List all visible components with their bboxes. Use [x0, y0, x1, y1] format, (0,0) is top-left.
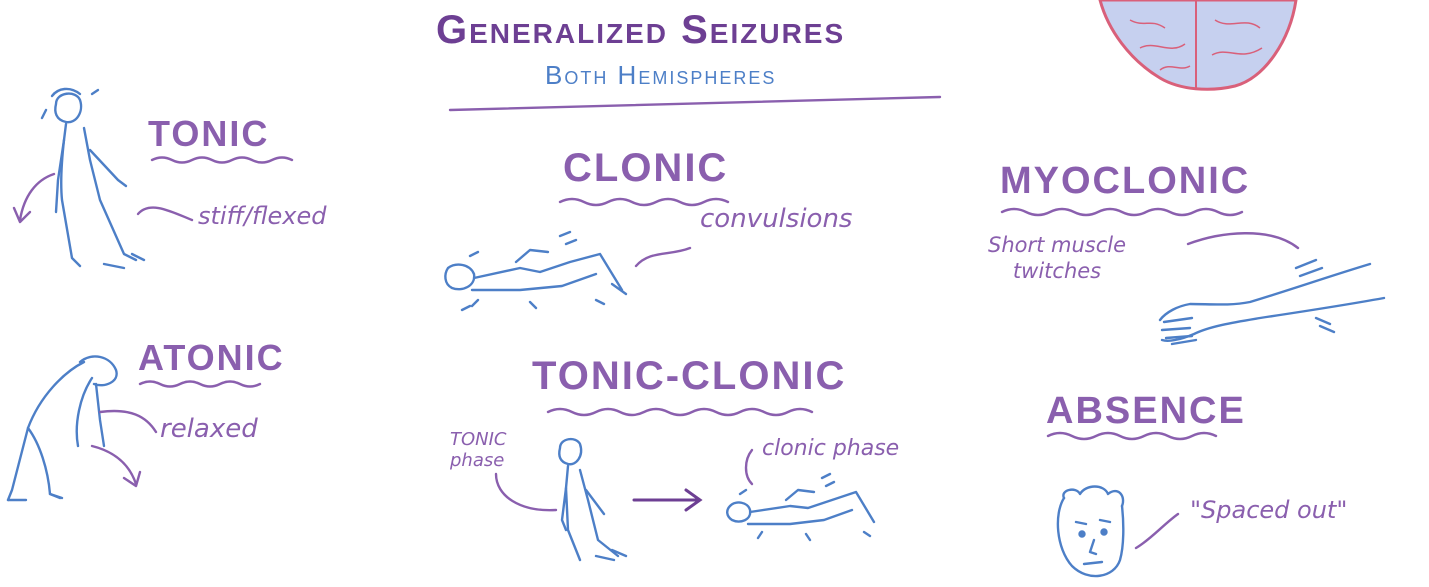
clonic-phase-note: clonic phase [762, 436, 900, 461]
absence-note: "Spaced out" [1190, 496, 1348, 524]
phase-arrow [632, 488, 703, 512]
myoclonic-underline [1000, 207, 1244, 217]
atonic-arrow [90, 444, 142, 488]
absence-underline [1046, 431, 1218, 441]
tonic-connector [136, 206, 194, 222]
clonic-note: convulsions [700, 204, 853, 234]
tonic-phase-connector [494, 472, 558, 512]
atonic-connector [98, 409, 158, 434]
atonic-figure [6, 355, 118, 502]
myoclonic-note: Short muscle twitches [988, 233, 1127, 284]
clonic-underline [558, 197, 730, 207]
myoclonic-heading: MYOCLONIC [1000, 160, 1251, 202]
tonic-note: stiff/flexed [198, 202, 327, 230]
atonic-underline [138, 380, 262, 388]
tonic-figure [40, 87, 146, 270]
clonic-figure [444, 230, 628, 312]
absence-face [1056, 485, 1125, 578]
clonic-heading: CLONIC [563, 146, 729, 190]
myoclonic-arm [1158, 258, 1386, 346]
title-underline [448, 95, 942, 112]
clonic-phase-figure [726, 472, 876, 542]
clonic-connector [634, 246, 692, 268]
brain-illustration [1098, 0, 1298, 91]
absence-connector [1134, 512, 1180, 550]
tonic-phase-figure [558, 437, 628, 562]
tonic-clonic-heading: TONIC-CLONIC [532, 354, 847, 398]
tonic-heading: TONIC [148, 113, 270, 154]
tonic-phase-note: TONIC phase [450, 429, 507, 471]
myoclonic-connector [1186, 232, 1300, 250]
page-subtitle: Both Hemispheres [545, 60, 777, 90]
atonic-heading: ATONIC [138, 337, 285, 378]
tonic-clonic-underline [546, 407, 814, 417]
tonic-underline [150, 156, 294, 164]
absence-heading: ABSENCE [1046, 390, 1246, 432]
page-title: Generalized Seizures [436, 8, 846, 52]
clonic-phase-connector [744, 448, 754, 486]
atonic-note: relaxed [160, 414, 258, 444]
tonic-arrow [12, 172, 56, 224]
